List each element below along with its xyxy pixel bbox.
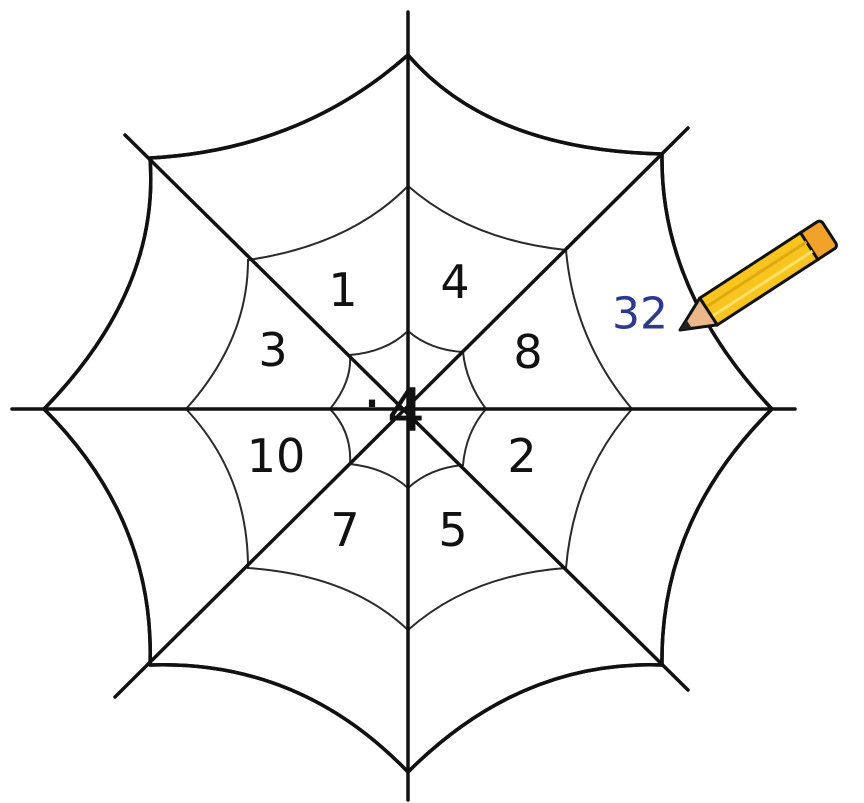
segment-number: 5 — [438, 503, 467, 557]
segment-number: 10 — [247, 429, 306, 483]
segment-number: 2 — [507, 429, 536, 483]
segment-number: 7 — [330, 503, 359, 557]
segment-number: 4 — [440, 255, 469, 309]
center-value: 4 — [387, 376, 425, 446]
segment-number: 8 — [513, 325, 542, 379]
segment-number: 3 — [258, 323, 287, 377]
pencil-icon — [678, 219, 838, 332]
segment-number: 1 — [328, 263, 357, 317]
center-operator: · — [362, 369, 381, 439]
answer-text: 32 — [612, 289, 668, 340]
web-spokes — [10, 10, 797, 802]
